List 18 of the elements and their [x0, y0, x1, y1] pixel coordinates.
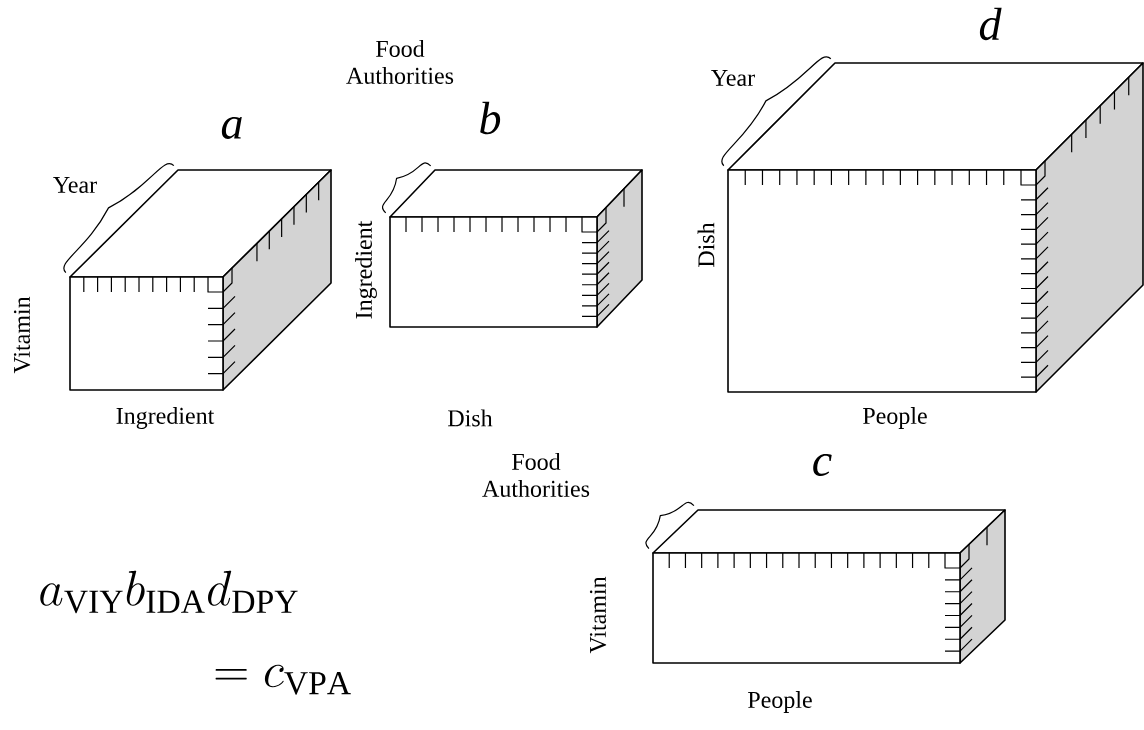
- axis-label: People: [748, 691, 812, 713]
- axis-label: Vitamin: [13, 296, 31, 374]
- axis-label: Year: [711, 70, 755, 86]
- axis-label: Food Authorities: [482, 453, 590, 497]
- axis-label: Vitamin: [589, 576, 607, 654]
- tensor-letter: b: [480, 101, 501, 135]
- axis-label: Dish: [448, 409, 493, 427]
- axis-label: Year: [53, 177, 97, 193]
- equation: $a_{\mathrm{VIY}} b_{\mathrm{IDA}} d_{\mathrm{DPY}}$: [40, 570, 298, 614]
- axis-label: Ingredient: [355, 220, 377, 319]
- equation: $= c_{\mathrm{VPA}}$: [215, 664, 351, 695]
- axis-label: Dish: [697, 222, 715, 267]
- tensor-letter: d: [979, 7, 1002, 41]
- tensor-letter: c: [813, 453, 832, 477]
- tensor-letter: a: [221, 116, 242, 140]
- axis-label: Food Authorities: [346, 40, 454, 84]
- axis-label: Ingredient: [116, 407, 215, 429]
- axis-label: People: [863, 407, 927, 429]
